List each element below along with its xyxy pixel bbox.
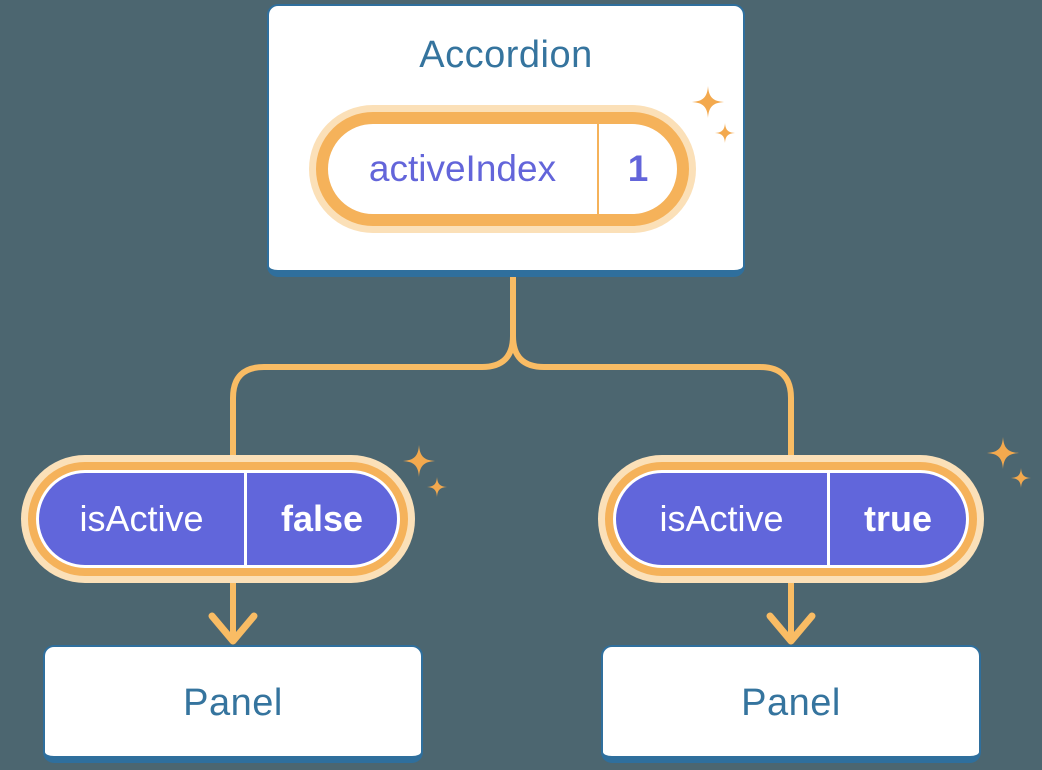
prop-pill-left-name: isActive <box>79 498 204 539</box>
state-pill: activeIndex 1 <box>316 112 689 226</box>
panel-card-left: Panel <box>43 645 423 763</box>
state-pill-name: activeIndex <box>368 148 557 189</box>
prop-pill-right-value: true <box>827 473 966 565</box>
prop-pill-left-value: false <box>244 473 397 565</box>
prop-pill-left: isActive false <box>28 462 408 576</box>
prop-pill-right-body: isActive true <box>616 473 966 565</box>
fork-line-right <box>510 268 794 466</box>
sparkle-icon <box>403 445 435 477</box>
sparkle-icon <box>427 477 447 497</box>
prop-pill-right-name: isActive <box>659 498 784 539</box>
arrow-head-left-icon <box>208 612 258 645</box>
fork-line-left <box>230 268 516 466</box>
sparkle-icon <box>1011 468 1031 488</box>
prop-pill-right: isActive true <box>605 462 977 576</box>
prop-pill-left-body: isActive false <box>39 473 397 565</box>
sparkle-icon <box>987 437 1019 469</box>
arrow-head-right-icon <box>766 612 816 645</box>
panel-title-right: Panel <box>741 681 841 724</box>
accordion-title: Accordion <box>419 34 593 76</box>
panel-card-right: Panel <box>601 645 981 763</box>
state-pill-value: 1 <box>597 124 677 214</box>
panel-title-left: Panel <box>183 681 283 724</box>
